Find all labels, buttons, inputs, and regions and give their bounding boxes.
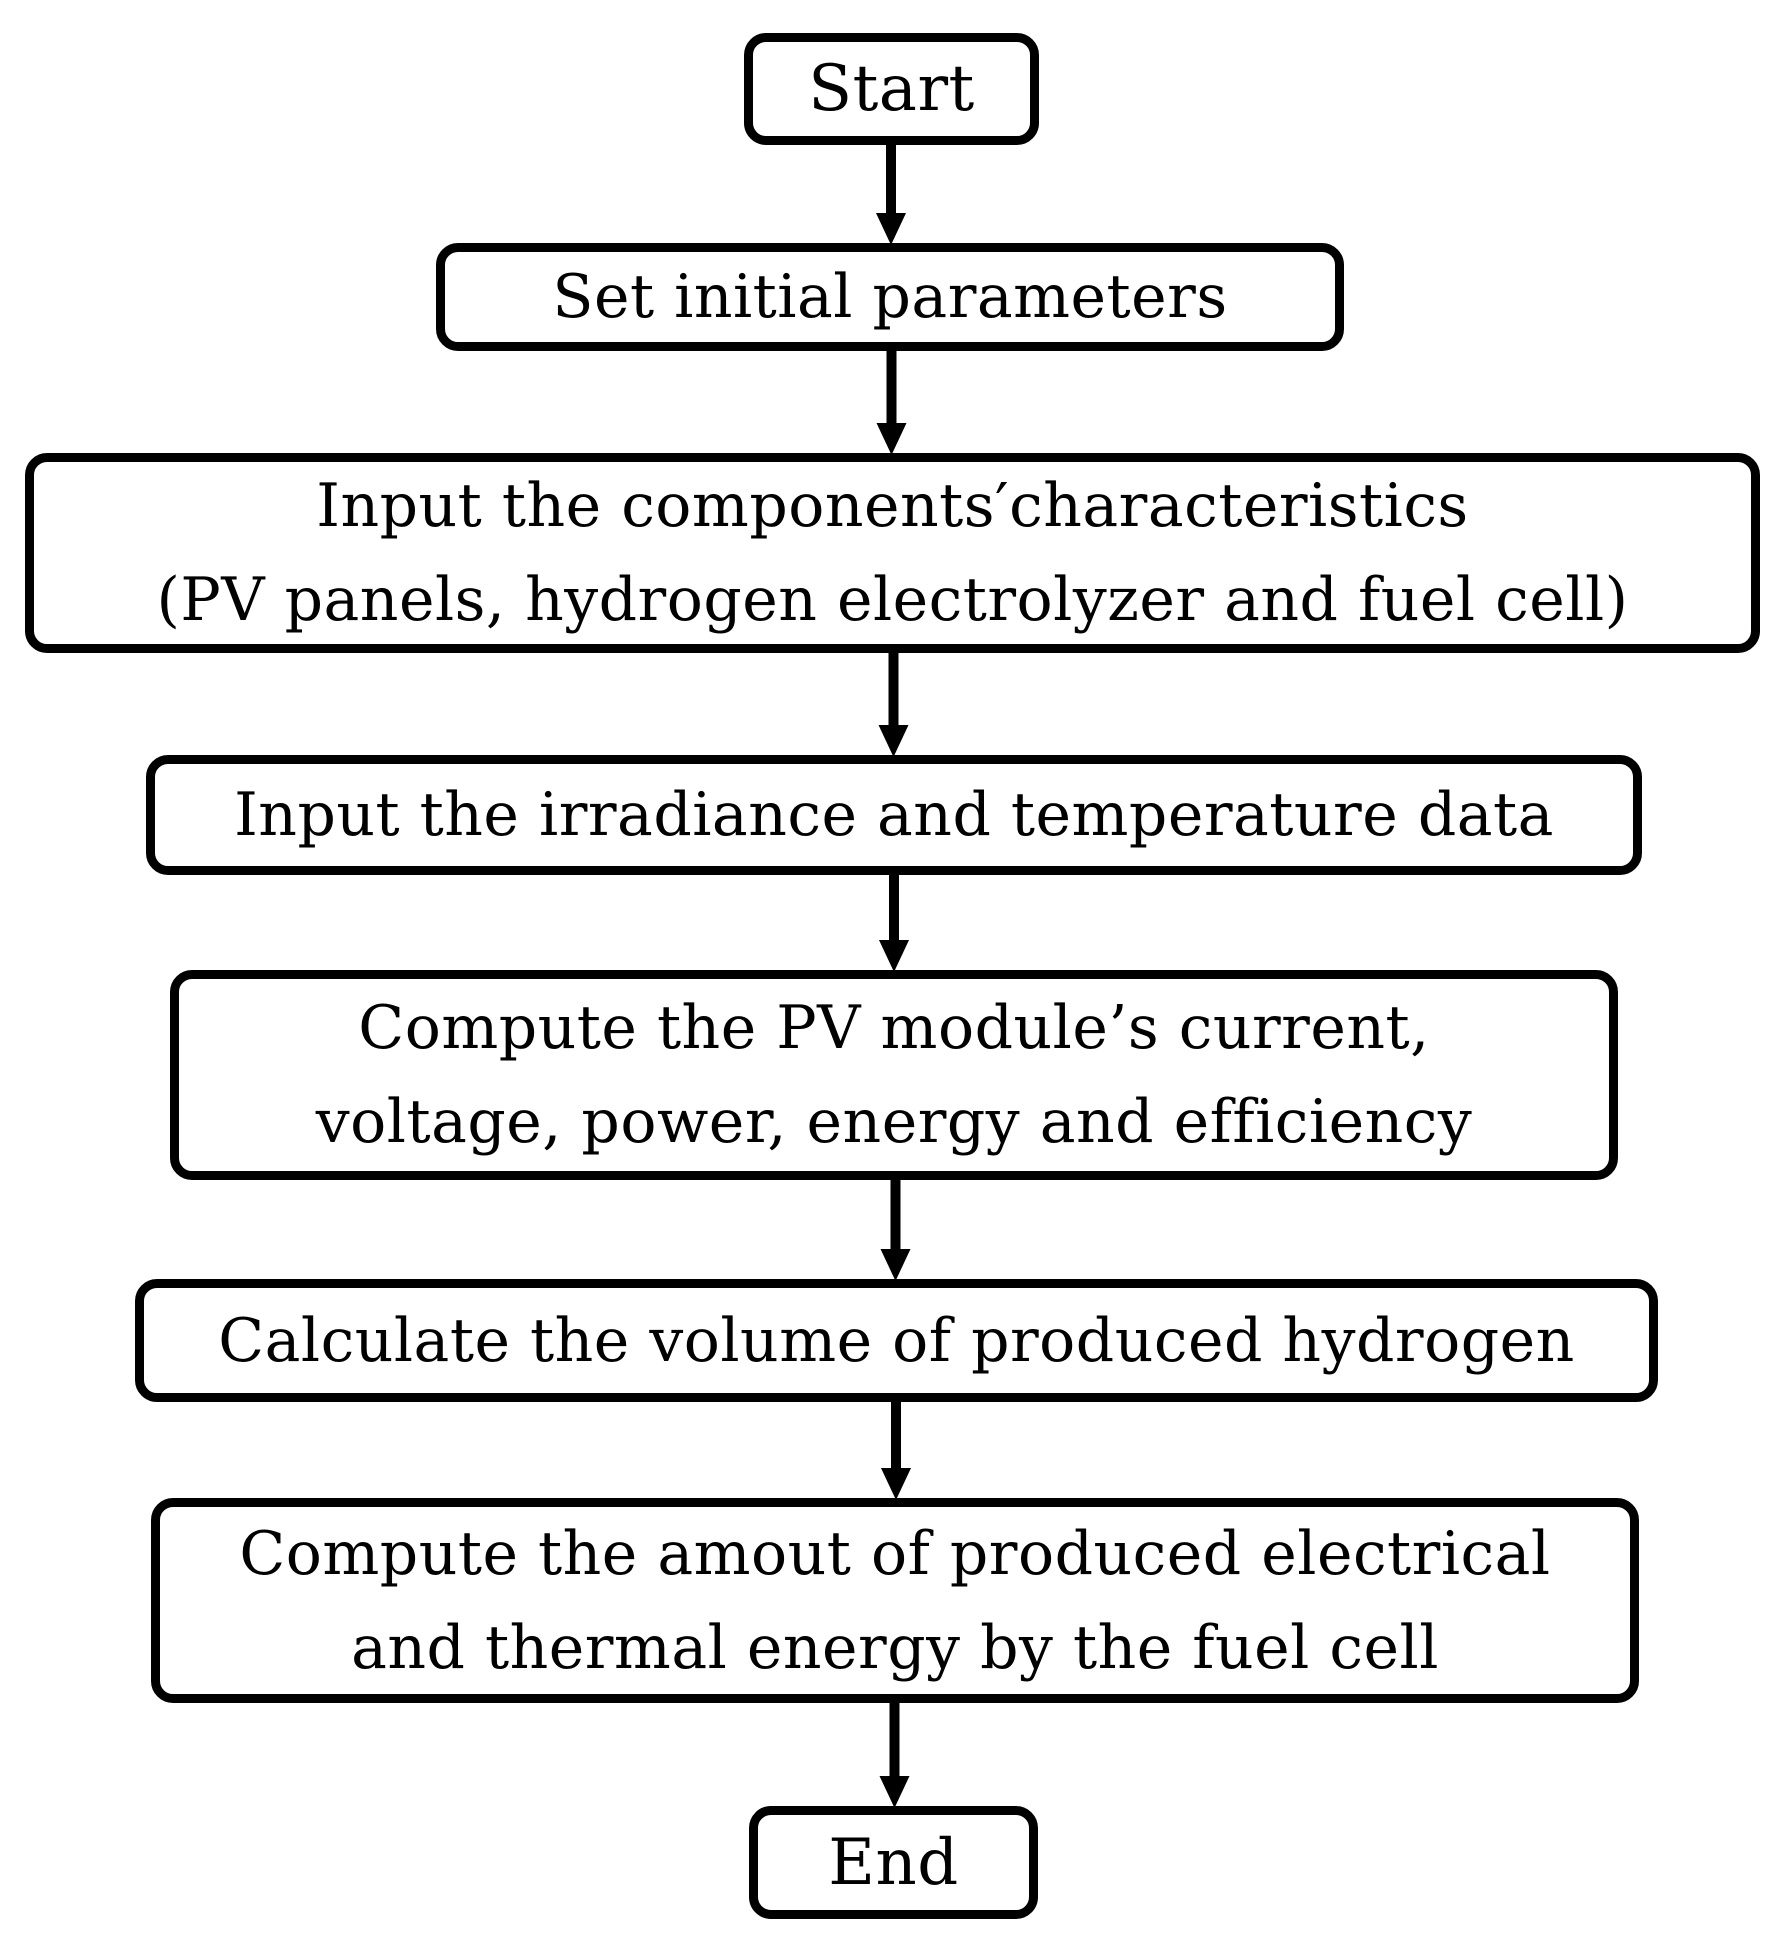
arrow-head-calc-to-compute2 — [881, 1468, 911, 1500]
input-components-characteristics-step: Input the components′characteristics (PV… — [25, 453, 1760, 653]
input-irradiance-label: Input the irradiance and temperature dat… — [234, 780, 1554, 850]
compute-fuel-cell-line-1: Compute the amout of produced electrical — [239, 1518, 1551, 1589]
start-terminal: Start — [744, 33, 1039, 145]
arrow-head-set-to-input1 — [876, 423, 907, 455]
input-components-line-1: Input the components′characteristics — [316, 471, 1469, 541]
compute-pv-line-2: voltage, power, energy and efficiency — [315, 1087, 1473, 1157]
arrow-head-input2-to-compute1 — [879, 940, 909, 972]
start-label: Start — [808, 52, 975, 126]
arrow-head-start-to-set — [876, 213, 906, 245]
end-label: End — [828, 1825, 959, 1900]
end-terminal: End — [749, 1806, 1038, 1919]
input-irradiance-temperature-step: Input the irradiance and temperature dat… — [146, 755, 1642, 875]
calculate-hydrogen-label: Calculate the volume of produced hydroge… — [218, 1305, 1575, 1376]
arrow-head-compute1-to-calc — [880, 1249, 911, 1281]
arrow-head-compute2-to-end — [879, 1776, 910, 1808]
compute-fuel-cell-line-2: and thermal energy by the fuel cell — [351, 1612, 1439, 1683]
compute-pv-module-step: Compute the PV module’s current, voltage… — [170, 970, 1618, 1180]
arrow-head-input1-to-input2 — [878, 725, 909, 757]
compute-pv-line-1: Compute the PV module’s current, — [358, 993, 1430, 1063]
set-initial-parameters-step: Set initial parameters — [436, 243, 1344, 351]
compute-fuel-cell-energy-step: Compute the amout of produced electrical… — [151, 1498, 1639, 1703]
set-initial-parameters-label: Set initial parameters — [552, 262, 1228, 332]
calculate-hydrogen-volume-step: Calculate the volume of produced hydroge… — [135, 1279, 1658, 1402]
input-components-line-2: (PV panels, hydrogen electrolyzer and fu… — [156, 565, 1629, 635]
